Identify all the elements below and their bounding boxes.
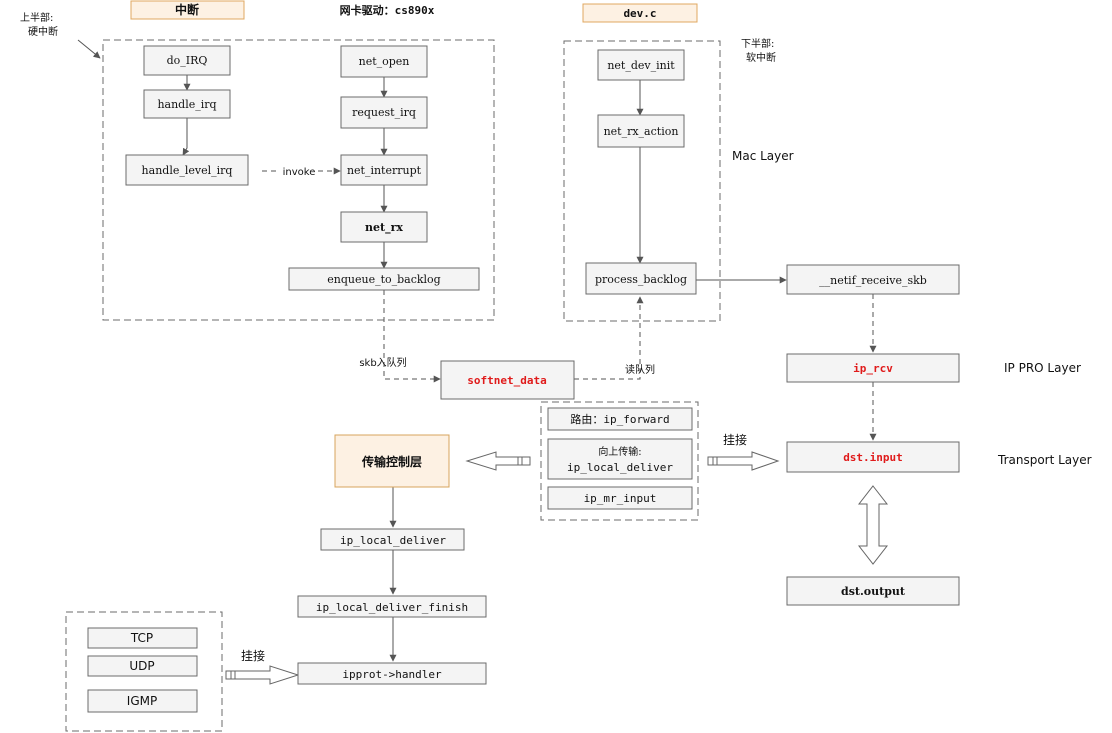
svg-text:net_rx_action: net_rx_action — [604, 125, 679, 138]
svg-text:网卡驱动：cs890x: 网卡驱动：cs890x — [340, 3, 435, 17]
node-ip-forward: 路由：ip_forward — [547, 407, 693, 431]
hollow-arrow-to-handler — [225, 665, 300, 685]
node-net-dev-init: net_dev_init — [597, 49, 685, 81]
edge-label-hook-bottom: 挂接 — [241, 648, 265, 663]
svg-text:net_dev_init: net_dev_init — [607, 59, 675, 72]
svg-text:TCP: TCP — [130, 631, 153, 645]
svg-text:ipprot->handler: ipprot->handler — [342, 668, 442, 681]
node-process-backlog: process_backlog — [585, 262, 697, 295]
svg-text:UDP: UDP — [129, 659, 154, 673]
svg-text:IGMP: IGMP — [127, 694, 157, 708]
svg-text:enqueue_to_backlog: enqueue_to_backlog — [327, 273, 440, 286]
edge-enqueue-softnet — [383, 290, 441, 383]
svg-text:dst.output: dst.output — [841, 585, 906, 598]
layer-label-transport: Transport Layer — [997, 453, 1092, 467]
svg-text:路由：ip_forward: 路由：ip_forward — [570, 412, 669, 426]
svg-text:__netif_receive_skb: __netif_receive_skb — [819, 274, 927, 287]
hollow-arrow-to-transport — [465, 451, 531, 471]
edge-label-read-queue: 读队列 — [625, 363, 655, 376]
layer-label-ip: IP PRO Layer — [1004, 361, 1081, 375]
edge-softnet-backlog — [574, 296, 644, 380]
layer-label-mac: Mac Layer — [732, 149, 794, 163]
header-dev-c: dev.c — [582, 3, 698, 23]
node-udp: UDP — [87, 655, 198, 677]
svg-text:dst.input: dst.input — [843, 451, 903, 464]
group-protocols — [65, 611, 223, 732]
top-half-note: 上半部: — [20, 11, 53, 24]
group-ip-routing — [540, 401, 699, 521]
node-dst-output: dst.output — [786, 576, 960, 606]
top-half-note-2: 硬中断 — [28, 25, 58, 38]
svg-text:net_interrupt: net_interrupt — [347, 164, 422, 177]
bottom-half-note-2: 软中断 — [746, 51, 776, 64]
node-igmp: IGMP — [87, 689, 198, 713]
bottom-half-note: 下半部: — [741, 37, 774, 50]
node-ip-local-deliver-up: 向上传输: ip_local_deliver — [547, 438, 693, 480]
node-ipprot-handler: ipprot->handler — [297, 662, 487, 685]
edge-label-hook-right: 挂接 — [723, 432, 747, 447]
node-enqueue-to-backlog: enqueue_to_backlog — [288, 267, 480, 291]
node-net-interrupt: net_interrupt — [340, 154, 428, 186]
node-transport-ctrl: 传输控制层 — [334, 434, 450, 488]
svg-text:ip_local_deliver: ip_local_deliver — [340, 534, 446, 547]
node-net-open: net_open — [340, 45, 428, 78]
node-request-irq: request_irq — [340, 96, 428, 129]
node-net-rx: net_rx — [340, 211, 428, 243]
edge-label-skb-enqueue: skb入队列 — [359, 356, 406, 369]
hollow-arrow-to-dst-input — [707, 451, 780, 471]
node-handle-irq: handle_irq — [143, 89, 231, 119]
svg-text:ip_mr_input: ip_mr_input — [584, 492, 657, 505]
svg-text:ip_rcv: ip_rcv — [853, 362, 893, 375]
svg-text:dev.c: dev.c — [623, 7, 656, 20]
svg-text:handle_irq: handle_irq — [157, 98, 216, 111]
svg-text:net_open: net_open — [359, 55, 410, 68]
top-half-pointer — [77, 39, 101, 59]
group-soft-irq — [563, 40, 721, 322]
edge-label-invoke: invoke — [283, 167, 316, 178]
node-tcp: TCP — [87, 627, 198, 649]
header-interrupt: 中断 — [130, 0, 245, 20]
svg-text:传输控制层: 传输控制层 — [361, 454, 422, 469]
svg-text:ip_local_deliver_finish: ip_local_deliver_finish — [316, 601, 468, 614]
svg-text:request_irq: request_irq — [352, 106, 416, 119]
node-dst-input: dst.input — [786, 441, 960, 473]
svg-text:net_rx: net_rx — [365, 221, 403, 235]
svg-text:softnet_data: softnet_data — [467, 374, 546, 387]
double-arrow-dst — [857, 485, 889, 565]
svg-text:do_IRQ: do_IRQ — [167, 54, 208, 67]
svg-text:ip_local_deliver: ip_local_deliver — [567, 461, 673, 474]
node-net-rx-action: net_rx_action — [597, 114, 685, 148]
node-netif-receive-skb: __netif_receive_skb — [786, 264, 960, 295]
node-ip-mr-input: ip_mr_input — [547, 486, 693, 510]
header-nic-driver: 网卡驱动：cs890x — [340, 3, 435, 17]
node-ip-local-deliver-finish: ip_local_deliver_finish — [297, 595, 487, 618]
node-do-irq: do_IRQ — [143, 45, 231, 76]
group-hard-irq — [102, 39, 495, 321]
svg-text:向上传输:: 向上传输: — [598, 445, 641, 458]
node-softnet-data: softnet_data — [440, 360, 575, 400]
svg-text:中断: 中断 — [175, 2, 199, 17]
node-ip-local-deliver: ip_local_deliver — [320, 528, 465, 551]
node-handle-level-irq: handle_level_irq — [125, 154, 249, 186]
edge-handle-irq-handle-level — [182, 118, 190, 156]
svg-text:handle_level_irq: handle_level_irq — [142, 164, 233, 177]
svg-text:process_backlog: process_backlog — [595, 273, 687, 286]
node-ip-rcv: ip_rcv — [786, 353, 960, 383]
